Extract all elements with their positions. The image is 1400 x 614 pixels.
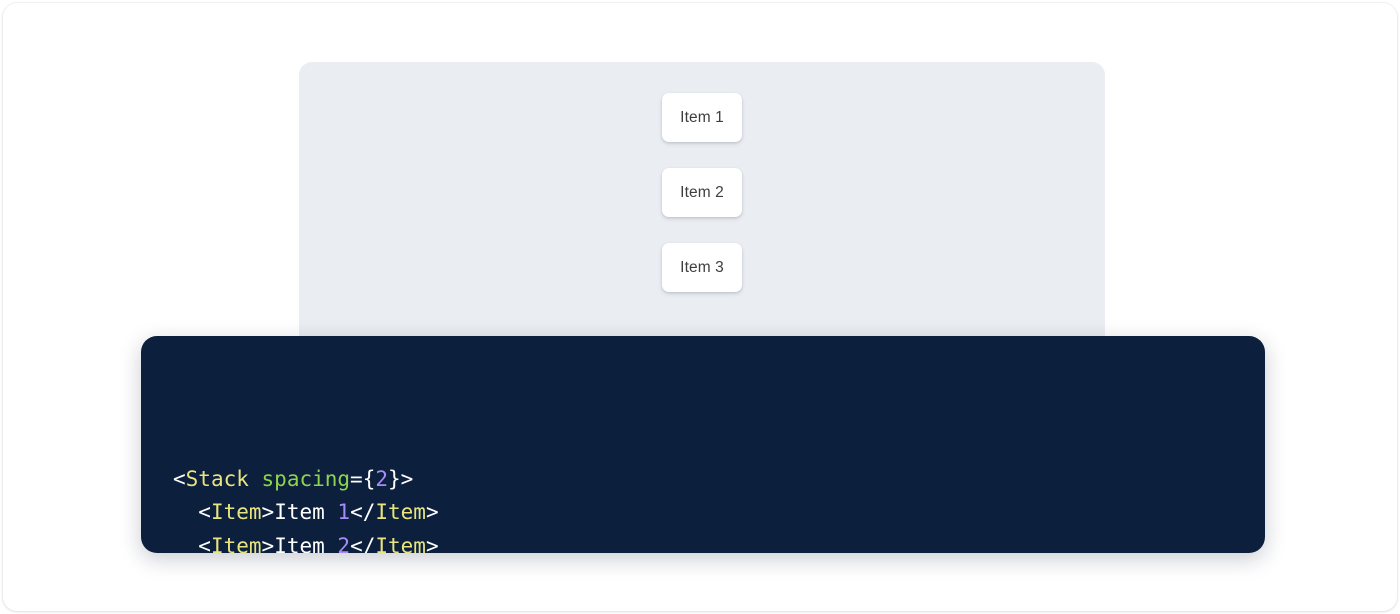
- code-token-num: 1: [337, 500, 351, 525]
- code-token-tag: Item: [210, 533, 262, 553]
- code-indent: [173, 534, 198, 553]
- code-token-punct: <: [173, 466, 186, 491]
- code-token-tag: Item: [375, 500, 426, 525]
- code-token-tag: Stack: [185, 466, 249, 491]
- code-token-punct: [249, 467, 262, 491]
- code-snippet-block: <Stack spacing={2}> <Item>Item 1</Item> …: [141, 336, 1265, 553]
- stack-item-label: Item 2: [680, 183, 724, 201]
- code-token-num: 2: [337, 533, 351, 553]
- code-line: <Item>Item 1</Item>: [173, 496, 1265, 530]
- code-token-punct: >: [425, 533, 439, 553]
- code-line: <Item>Item 2</Item>: [173, 530, 1265, 553]
- code-token-punct: <: [198, 500, 211, 525]
- code-token-punct: >: [261, 533, 275, 553]
- stack-item[interactable]: Item 3: [662, 243, 742, 292]
- stack-item[interactable]: Item 1: [662, 93, 742, 142]
- code-token-tag: Item: [210, 500, 262, 525]
- stack-item-label: Item 3: [680, 258, 724, 276]
- code-indent: [173, 500, 198, 524]
- code-token-punct: >: [261, 500, 275, 525]
- code-token-punct: }>: [388, 466, 414, 491]
- code-token-punct: </: [350, 500, 376, 525]
- code-token-punct: >: [425, 500, 439, 525]
- code-token-punct: </: [350, 533, 376, 553]
- code-token-text: Item: [274, 533, 338, 553]
- code-token-attr: spacing: [261, 466, 351, 491]
- stack-item[interactable]: Item 2: [662, 168, 742, 217]
- stack-container: Item 1 Item 2 Item 3: [662, 93, 742, 292]
- code-token-punct: <: [198, 533, 211, 553]
- code-token-punct: ={: [350, 466, 376, 491]
- stack-item-label: Item 1: [680, 108, 724, 126]
- code-token-num: 2: [375, 466, 388, 491]
- code-token-tag: Item: [375, 533, 426, 553]
- code-lines: <Stack spacing={2}> <Item>Item 1</Item> …: [173, 362, 1265, 553]
- component-preview-panel: Item 1 Item 2 Item 3: [299, 62, 1105, 352]
- code-token-text: Item: [274, 500, 338, 525]
- code-line: <Stack spacing={2}>: [173, 463, 1265, 497]
